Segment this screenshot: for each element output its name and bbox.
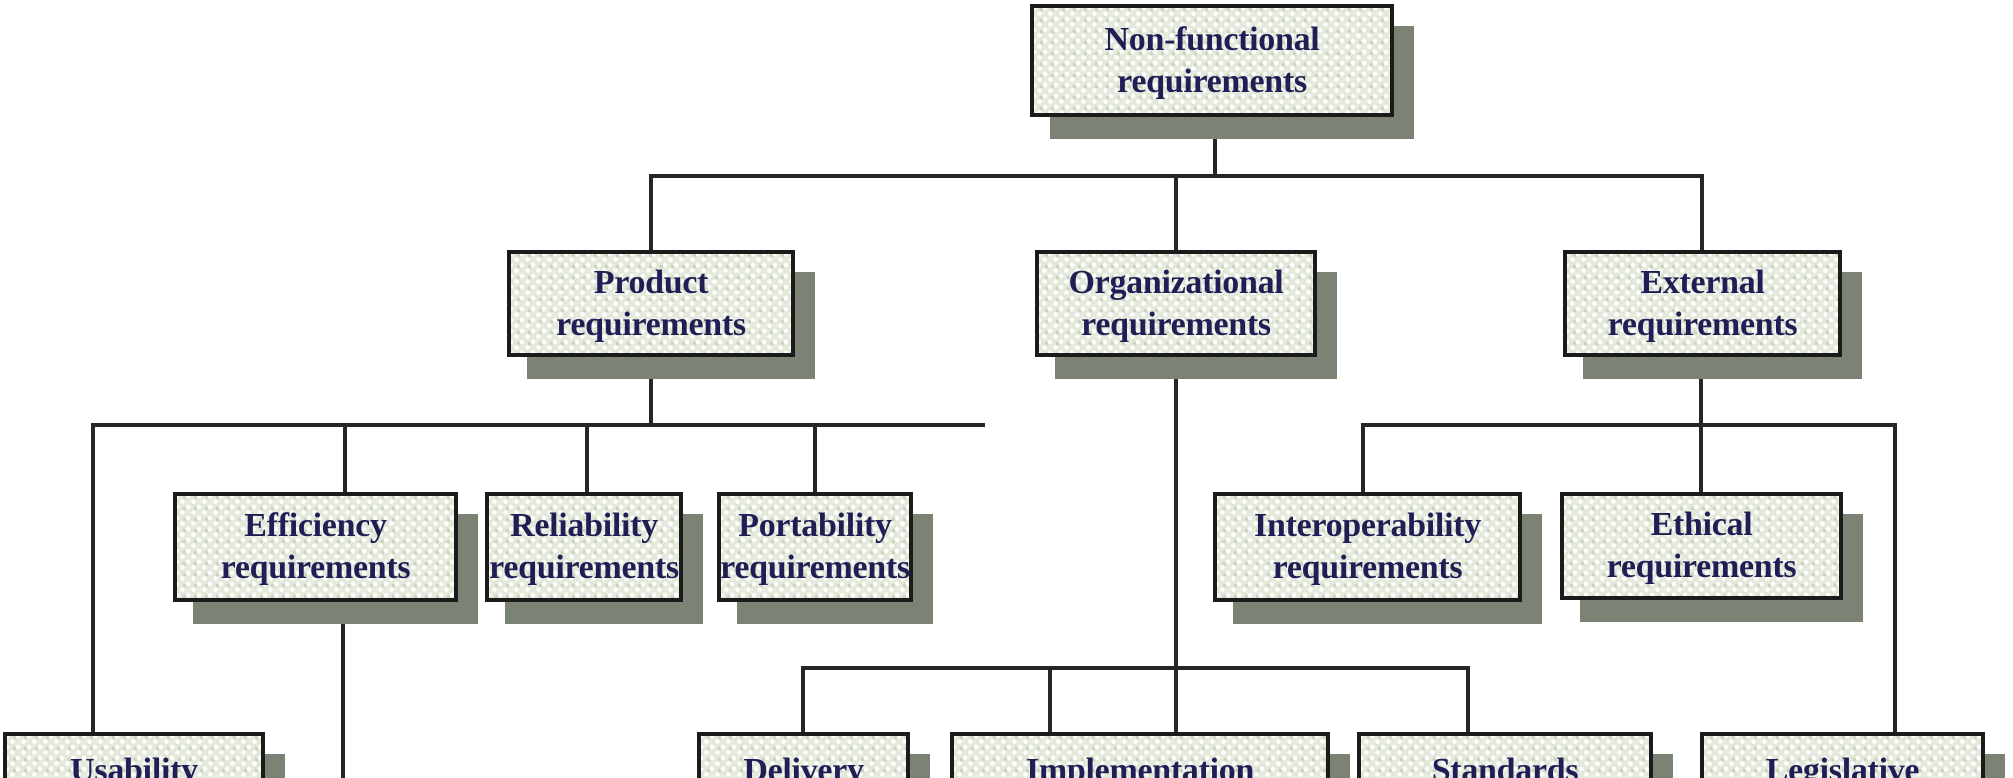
node-standards-requirements: Standards [1357, 732, 1653, 778]
connector-legislative-riser [1893, 425, 1897, 734]
node-label-line: requirements [1606, 548, 1797, 585]
node-label-line: requirements [720, 549, 910, 586]
node-non-functional-requirements: Non-functional requirements [1030, 4, 1394, 117]
connector-portability-riser [813, 425, 817, 494]
node-label-line: Standards [1431, 752, 1579, 778]
node-label-line: Ethical [1650, 506, 1753, 543]
node-label-line: Organizational [1068, 263, 1284, 301]
node-label-line: requirements [1117, 62, 1307, 100]
node-label-line: Efficiency [244, 507, 387, 544]
connector-usability-riser [91, 425, 95, 734]
node-product-requirements: Product requirements [507, 250, 795, 357]
connector-delivery-riser [801, 668, 805, 734]
node-label-line: Reliability [510, 507, 658, 544]
node-label-line: requirements [489, 549, 679, 586]
connector-reliability-riser [585, 425, 589, 494]
connector-efficiency-descender [341, 602, 345, 778]
node-external-requirements: External requirements [1563, 250, 1842, 357]
node-legislative-requirements: Legislative [1700, 732, 1985, 778]
connector-organizational-riser [1174, 176, 1178, 252]
node-label-line: requirements [1272, 549, 1463, 586]
node-implementation-requirements: Implementation [950, 732, 1330, 778]
node-label-line: Delivery [743, 752, 864, 778]
connector-implementation-riser [1048, 668, 1052, 734]
node-label-line: requirements [220, 549, 411, 586]
connector-external-riser [1700, 176, 1704, 252]
connector-standards-riser [1466, 668, 1470, 734]
node-label-line: Product [593, 263, 709, 301]
node-organizational-requirements: Organizational requirements [1035, 250, 1317, 357]
node-usability-requirements: Usability [3, 732, 265, 778]
node-label-line: External [1640, 263, 1765, 301]
node-label-line: requirements [1607, 305, 1798, 343]
node-label-line: requirements [556, 305, 746, 343]
node-efficiency-requirements: Efficiency requirements [173, 492, 458, 602]
connector-root-descender [1213, 117, 1217, 178]
node-label-line: Legislative [1765, 752, 1920, 778]
node-label-line: requirements [1081, 305, 1271, 343]
node-label-line: Non-functional [1104, 20, 1320, 58]
connector-organizational-descender [1174, 357, 1178, 734]
node-interoperability-requirements: Interoperability requirements [1213, 492, 1522, 602]
node-delivery-requirements: Delivery [697, 732, 910, 778]
node-label-line: Interoperability [1254, 507, 1481, 544]
node-portability-requirements: Portability requirements [717, 492, 913, 602]
connector-product-riser [649, 176, 653, 252]
connector-organizational-children-horizontal [801, 666, 1470, 670]
node-label-line: Portability [738, 507, 892, 544]
node-reliability-requirements: Reliability requirements [485, 492, 683, 602]
node-label-line: Usability [70, 752, 198, 778]
connector-efficiency-riser [343, 425, 347, 494]
connector-external-children-horizontal [1361, 423, 1897, 427]
connector-product-children-horizontal [91, 423, 985, 427]
node-label-line: Implementation [1025, 752, 1255, 778]
connector-product-descender [649, 357, 653, 427]
connector-interoperability-riser [1361, 425, 1365, 494]
node-ethical-requirements: Ethical requirements [1560, 492, 1843, 600]
